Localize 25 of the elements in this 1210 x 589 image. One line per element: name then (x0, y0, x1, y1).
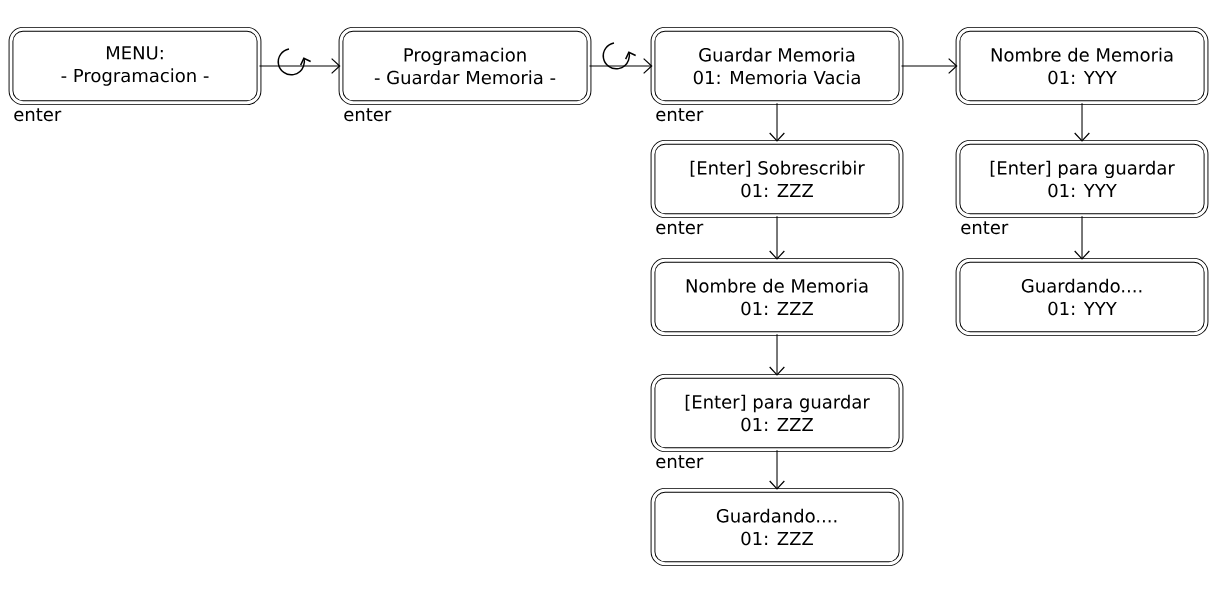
beside-label: enter (14, 108, 62, 122)
arrow (1074, 102, 1090, 142)
display-box: Nombre de Memoria 01: YYY (955, 26, 1209, 106)
arrow (769, 333, 785, 376)
display-box: Guardando.... 01: YYY (955, 257, 1209, 337)
display-box: Guardando.... 01: ZZZ (650, 487, 904, 567)
arrow (769, 102, 785, 142)
beside-label: enter (656, 108, 704, 122)
beside-label: enter (656, 221, 704, 235)
beside-label: enter (344, 108, 392, 122)
display-box: [Enter] Sobrescribir 01: ZZZ (650, 139, 904, 219)
display-box: [Enter] para guardar 01: YYY (955, 139, 1209, 219)
beside-label: enter (961, 221, 1009, 235)
display-box: Programacion - Guardar Memoria - (338, 26, 592, 106)
display-box: [Enter] para guardar 01: ZZZ (650, 373, 904, 453)
arrow (258, 58, 341, 74)
arrow (900, 58, 958, 74)
display-box: Nombre de Memoria 01: ZZZ (650, 257, 904, 337)
arrow (588, 58, 653, 74)
arrow (769, 449, 785, 490)
arrow (1074, 215, 1090, 260)
display-box: Guardar Memoria 01: Memoria Vacia (650, 26, 904, 106)
arrow (769, 215, 785, 260)
display-box: MENU: - Programacion - (8, 26, 262, 106)
beside-label: enter (656, 455, 704, 469)
